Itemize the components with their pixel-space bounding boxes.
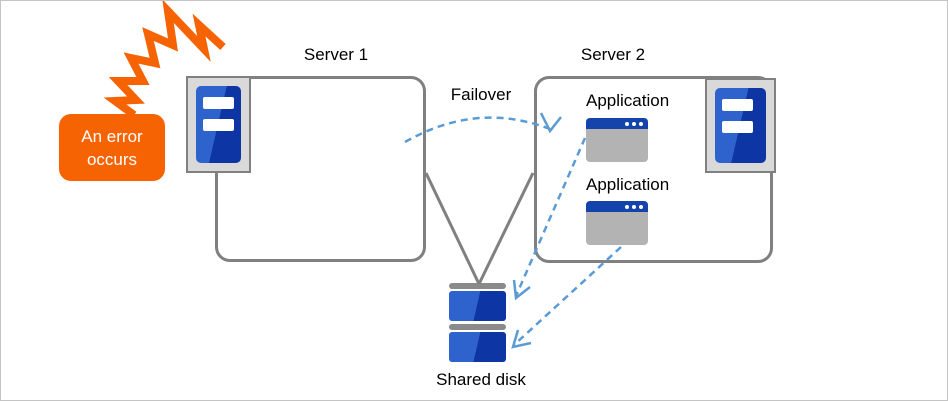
error-badge-line1: An error: [81, 126, 143, 146]
application-window-icon: [586, 201, 648, 245]
server-icon-slot: [722, 99, 753, 111]
error-badge: An error occurs: [59, 114, 165, 181]
failover-label: Failover: [450, 85, 512, 104]
window-dot-icon: [632, 204, 636, 209]
shared-disk-icon: [449, 283, 506, 363]
server1-disk-connector: [424, 172, 481, 285]
disk-cap: [449, 283, 506, 289]
disk-platter: [449, 332, 506, 362]
error-badge-line2: occurs: [86, 149, 138, 169]
server-icon: [705, 78, 776, 173]
application-window-titlebar: [586, 118, 648, 129]
server1-title: Server 1: [303, 45, 369, 64]
application-window-titlebar: [586, 201, 648, 212]
disk-cap: [449, 324, 506, 330]
server-icon-slot: [203, 119, 234, 131]
server-icon-slot: [203, 97, 234, 109]
shared-disk-label: Shared disk: [436, 370, 526, 389]
disk-platter: [449, 291, 506, 321]
window-dot-icon: [625, 121, 629, 126]
app2-disk-arrowhead-icon: [511, 329, 532, 349]
server-icon-slot: [722, 121, 753, 133]
application2-label: Application: [586, 175, 670, 194]
server-icon: [186, 76, 251, 173]
window-dot-icon: [639, 204, 643, 209]
server2-title: Server 2: [580, 45, 646, 64]
application1-label: Application: [586, 91, 670, 110]
window-dot-icon: [639, 121, 643, 126]
application-window-icon: [586, 118, 648, 162]
server-icon-body: [196, 86, 241, 163]
window-dot-icon: [632, 121, 636, 126]
failover-arrow: [404, 116, 551, 144]
app1-disk-arrowhead-icon: [512, 279, 531, 301]
server2-disk-connector: [477, 172, 535, 285]
window-dot-icon: [625, 204, 629, 209]
server-icon-body: [715, 88, 766, 163]
